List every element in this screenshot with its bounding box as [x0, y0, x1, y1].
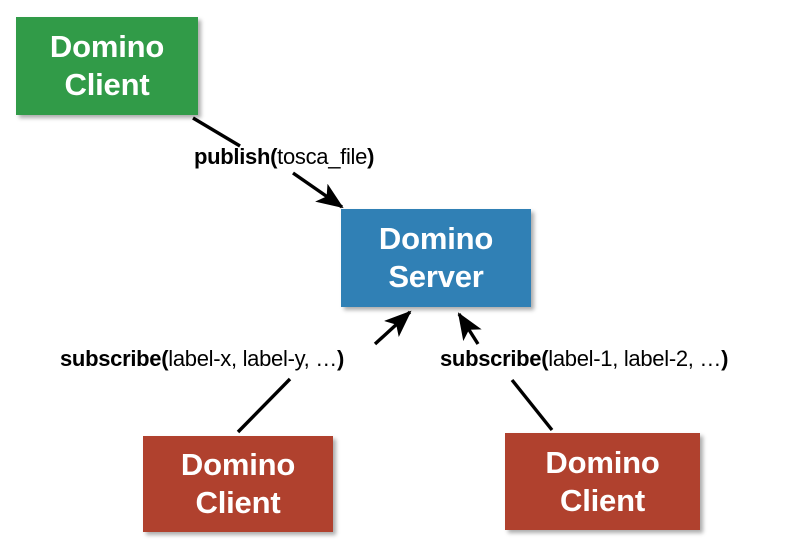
edge-label-function: subscribe( [440, 346, 549, 371]
edge-label-close: ) [337, 346, 345, 371]
edge-label-subscribe-right: subscribe(label-1, label-2, …) [440, 346, 728, 372]
edge-label-args: tosca_file [277, 144, 368, 169]
edge-subscribe-right [457, 312, 554, 432]
edge-subscribe-left [236, 310, 412, 434]
edge-label-function: subscribe( [60, 346, 169, 371]
edge-label-close: ) [721, 346, 729, 371]
node-label-line1: Domino [49, 29, 165, 65]
edge-label-subscribe-left: subscribe(label-x, label-y, …) [60, 346, 344, 372]
node-domino-client-publisher[interactable]: Domino Client [16, 17, 198, 115]
edge-label-function: publish( [194, 144, 278, 169]
edge-label-args: label-1, label-2, … [548, 346, 722, 371]
node-domino-server[interactable]: Domino Server [341, 209, 531, 307]
node-label-line2: Client [64, 67, 150, 102]
node-label-line1: Domino [545, 444, 660, 480]
node-domino-client-subscriber-left[interactable]: Domino Client [143, 436, 333, 532]
node-label-line1: Domino [378, 221, 494, 257]
edge-label-publish: publish(tosca_file) [194, 144, 374, 170]
node-label-line1: Domino [180, 447, 296, 483]
node-label-line2: Server [388, 259, 484, 294]
node-label-line2: Client [195, 485, 281, 520]
node-domino-client-subscriber-right[interactable]: Domino Client [505, 433, 700, 530]
edge-label-close: ) [367, 144, 375, 169]
node-label-line2: Client [560, 482, 645, 518]
edge-label-args: label-x, label-y, … [168, 346, 337, 371]
